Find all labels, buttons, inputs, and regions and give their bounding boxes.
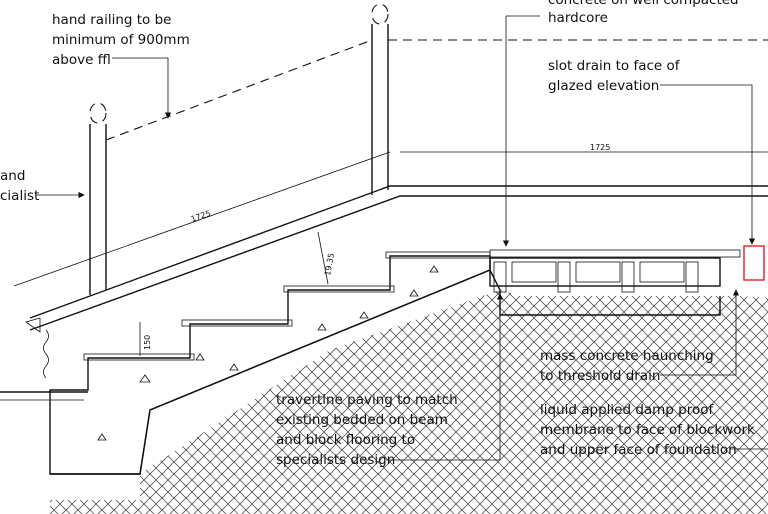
svg-text:hand railing to be: hand railing to be <box>52 12 171 28</box>
svg-text:mass concrete haunching: mass concrete haunching <box>540 348 714 364</box>
svg-text:and: and <box>0 168 25 184</box>
svg-text:and block flooring to: and block flooring to <box>276 432 415 448</box>
stair-concrete-mass <box>49 255 491 475</box>
hardcore-note: concrete on well compacted hardcore <box>548 0 739 26</box>
svg-text:glazed elevation: glazed elevation <box>548 78 659 94</box>
svg-text:cialist: cialist <box>0 188 39 204</box>
svg-text:specialists design: specialists design <box>276 452 395 468</box>
svg-text:travertine paving to match: travertine paving to match <box>276 392 458 408</box>
svg-text:liquid applied damp proof: liquid applied damp proof <box>540 402 715 418</box>
svg-text:above ffl: above ffl <box>52 52 111 68</box>
dim-riser-height: 150 <box>143 335 152 350</box>
svg-text:membrane to face of blockwork: membrane to face of blockwork <box>540 422 755 438</box>
dimension-lines <box>13 151 768 356</box>
dim-landing-length: 1725 <box>590 143 610 152</box>
concrete-aggregate-marks <box>97 265 439 441</box>
slot-drain-note: slot drain to face of glazed elevation <box>548 58 681 94</box>
travertine-treads <box>83 249 741 361</box>
rail-height-line <box>105 39 768 141</box>
hand-railing-note: hand railing to be minimum of 900mm abov… <box>52 12 190 68</box>
svg-text:and upper face of foundation: and upper face of foundation <box>540 442 737 458</box>
dim-step-pitch: 19.35 <box>323 252 336 276</box>
svg-text:existing bedded on beam: existing bedded on beam <box>276 412 448 428</box>
svg-text:hardcore: hardcore <box>548 10 608 26</box>
leader-lines <box>36 15 768 461</box>
balustrade-posts <box>89 3 389 295</box>
travertine-note: travertine paving to match existing bedd… <box>276 392 458 468</box>
handrail-stringer <box>25 185 768 379</box>
svg-text:to threshold drain: to threshold drain <box>540 368 660 384</box>
hardcore-ground <box>50 290 768 514</box>
slot-drain <box>743 245 765 281</box>
mass-concrete-note: mass concrete haunching to threshold dra… <box>540 348 714 384</box>
left-cut-note: and cialist <box>0 168 39 204</box>
beam-block-floor <box>489 257 721 293</box>
damp-proof-note: liquid applied damp proof membrane to fa… <box>540 402 755 458</box>
svg-text:minimum of 900mm: minimum of 900mm <box>52 32 190 48</box>
svg-text:slot drain to face of: slot drain to face of <box>548 58 681 74</box>
svg-text:concrete on well compacted: concrete on well compacted <box>548 0 739 8</box>
dim-rail-length: 1725 <box>190 209 212 224</box>
